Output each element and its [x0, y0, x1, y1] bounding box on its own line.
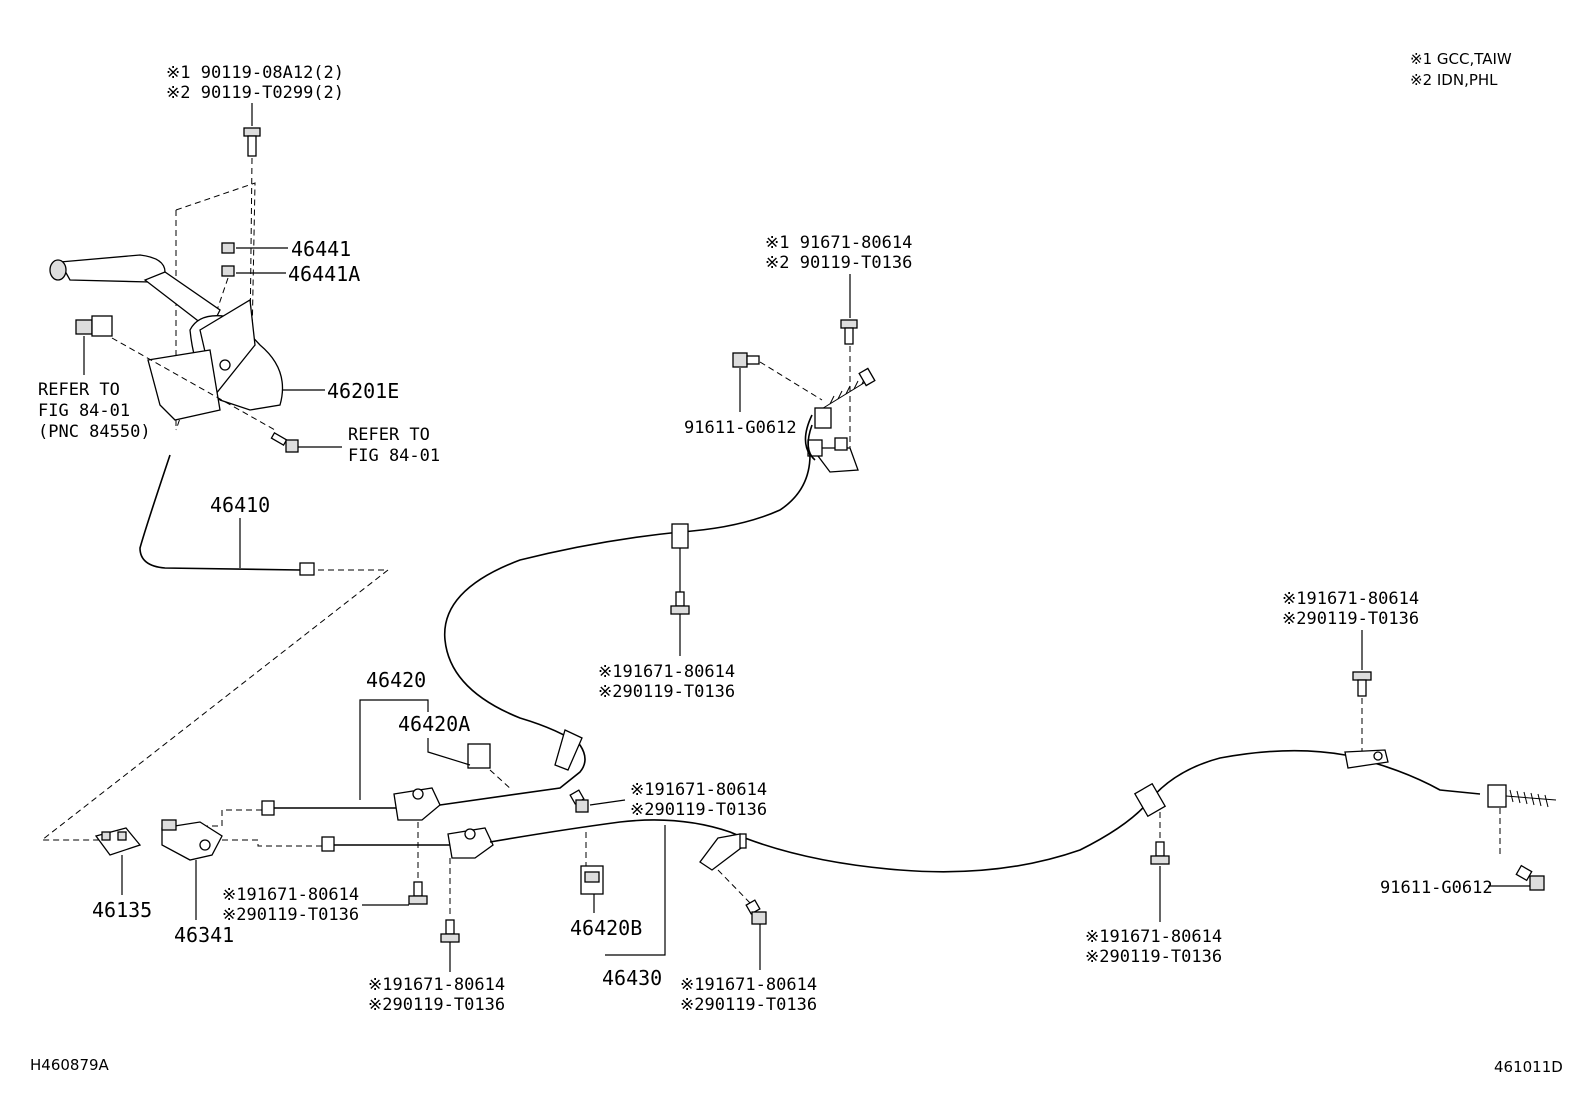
part-91611-right-label: 91611-G0612 — [1380, 878, 1493, 898]
yoke-46341 — [161, 819, 223, 861]
part-46441-label: 46441 — [291, 237, 351, 261]
refer-1-line-2: FIG 84-01 — [38, 401, 130, 421]
refer-2-line-2: FIG 84-01 — [348, 446, 440, 466]
parking-brake-lever — [49, 254, 284, 421]
bolt-bottom-1 — [440, 919, 460, 943]
part-46341-label: 46341 — [174, 923, 234, 947]
part-91611-top-label: 91611-G0612 — [684, 418, 797, 438]
legend-line-1: ※1 GCC,TAIW — [1410, 50, 1512, 68]
bolt-top-label-2: ※2 90119-T0299(2) — [166, 83, 344, 103]
bolt-bottom2-label-2: ※290119-T0136 — [680, 995, 817, 1015]
refer-1-line-1: REFER TO — [38, 380, 120, 400]
bolt-bottomright — [1150, 841, 1170, 865]
refer-1-line-3: (PNC 84550) — [38, 422, 151, 442]
legend-line-2: ※2 IDN,PHL — [1410, 71, 1498, 89]
bolt-right — [1352, 671, 1372, 697]
bolt-refer — [270, 432, 299, 453]
bolt-bottomright-label-2: ※290119-T0136 — [1085, 947, 1222, 967]
cable-grommet-lower — [1133, 782, 1167, 818]
bolt-right-label-1: ※191671-80614 — [1282, 589, 1419, 609]
bolt-top — [243, 127, 261, 157]
clip-46441A — [221, 265, 235, 277]
bolt-center — [569, 789, 589, 813]
clip-46441 — [221, 242, 235, 254]
bolt-91611-top — [732, 352, 760, 368]
cable-bracket-right — [1344, 749, 1389, 769]
bolt-91611-right — [1515, 864, 1545, 891]
cable-end-46430 — [321, 827, 494, 859]
bolt-bottom2-label-1: ※191671-80614 — [680, 975, 817, 995]
brake-switch — [75, 315, 113, 337]
bolt-mid-label-1: ※191671-80614 — [598, 662, 735, 682]
bolt-bottom1-label-2: ※290119-T0136 — [368, 995, 505, 1015]
bolt-lowleft-label-1: ※191671-80614 — [222, 885, 359, 905]
cable-clip-lower — [699, 833, 747, 871]
bolt-center-label-2: ※290119-T0136 — [630, 800, 767, 820]
equalizer-46135 — [94, 827, 142, 856]
refer-2-line-1: REFER TO — [348, 425, 430, 445]
part-46420B-label: 46420B — [570, 916, 642, 940]
bolt-bottomright-label-1: ※191671-80614 — [1085, 927, 1222, 947]
part-46420-label: 46420 — [366, 668, 426, 692]
bolt-lowleft — [408, 881, 428, 905]
bolt-mid — [670, 591, 690, 615]
diagram-code-right: 461011D — [1494, 1058, 1563, 1076]
part-46420A-label: 46420A — [398, 712, 470, 736]
part-46441A-label: 46441A — [288, 262, 360, 286]
bolt-upper-label-1: ※1 91671-80614 — [765, 233, 912, 253]
cable-end-right — [1487, 784, 1557, 808]
clip-46420B — [580, 865, 604, 895]
cable-end-46420 — [261, 787, 441, 821]
part-46410-label: 46410 — [210, 493, 270, 517]
bolt-bottom1-label-1: ※191671-80614 — [368, 975, 505, 995]
part-46135-label: 46135 — [92, 898, 152, 922]
diagram-code-left: H460879A — [30, 1056, 110, 1074]
part-46201E-label: 46201E — [327, 379, 399, 403]
bolt-upper-label-2: ※2 90119-T0136 — [765, 253, 912, 273]
bolt-center-label-1: ※191671-80614 — [630, 780, 767, 800]
bolt-lowleft-label-2: ※290119-T0136 — [222, 905, 359, 925]
bolt-top-label-1: ※1 90119-08A12(2) — [166, 63, 344, 83]
bolt-mid-label-2: ※290119-T0136 — [598, 682, 735, 702]
bolt-bottom-2 — [745, 899, 767, 925]
cable-grommet-upper — [671, 523, 689, 549]
part-46430-label: 46430 — [602, 966, 662, 990]
cable-bracket-46420A — [467, 729, 583, 771]
bolt-right-label-2: ※290119-T0136 — [1282, 609, 1419, 629]
bolt-upper — [840, 319, 858, 345]
